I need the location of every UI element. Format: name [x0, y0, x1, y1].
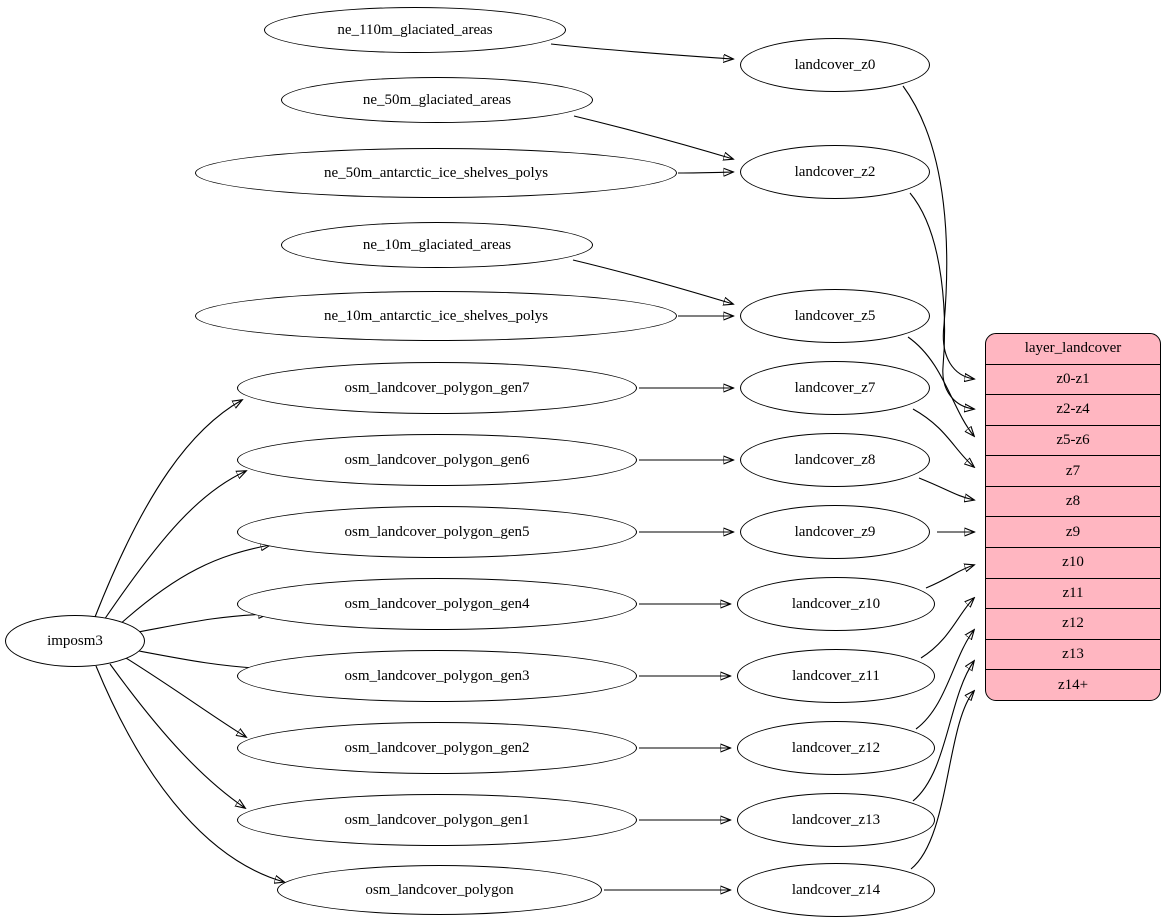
record-layer-landcover: layer_landcover z0-z1 z2-z4 z5-z6 z7 z8 … — [985, 333, 1161, 701]
record-row-z12: z12 — [986, 608, 1160, 639]
node-label: ne_50m_antarctic_ice_shelves_polys — [323, 164, 549, 181]
edge-z7-to-row-z7 — [912, 408, 974, 467]
node-label: landcover_z10 — [791, 595, 881, 612]
record-row-z5-z6: z5-z6 — [986, 424, 1160, 456]
node-label: osm_landcover_polygon_gen6 — [344, 451, 530, 468]
record-row-z8: z8 — [986, 485, 1160, 517]
edge-ne50m-glaciated-to-z2 — [573, 115, 733, 159]
node-label: ne_10m_antarctic_ice_shelves_polys — [323, 307, 549, 324]
edge-imposm3-to-gen4 — [137, 614, 268, 633]
record-row-z7: z7 — [986, 455, 1160, 486]
record-row-z14plus: z14+ — [986, 669, 1160, 700]
node-label: ne_50m_glaciated_areas — [362, 91, 512, 108]
node-osm-landcover-polygon-gen1: osm_landcover_polygon_gen1 — [237, 794, 637, 846]
node-label: landcover_z13 — [791, 811, 881, 828]
node-landcover-z7: landcover_z7 — [740, 361, 930, 415]
node-osm-landcover-polygon-gen7: osm_landcover_polygon_gen7 — [237, 362, 637, 414]
edge-z10-to-row-z10 — [925, 565, 974, 589]
node-landcover-z10: landcover_z10 — [737, 577, 935, 631]
edge-z12-to-row-z12 — [915, 630, 974, 730]
edge-z13-to-row-z13 — [912, 661, 974, 802]
record-row-z10: z10 — [986, 547, 1160, 578]
node-osm-landcover-polygon-gen4: osm_landcover_polygon_gen4 — [237, 578, 637, 630]
node-label: landcover_z11 — [792, 667, 880, 684]
edge-ne10m-glaciated-to-z5 — [572, 259, 733, 304]
node-osm-landcover-polygon: osm_landcover_polygon — [277, 865, 602, 915]
edge-ne110m-to-z0 — [550, 43, 733, 59]
node-ne-10m-glaciated-areas: ne_10m_glaciated_areas — [281, 222, 593, 268]
node-label: ne_110m_glaciated_areas — [337, 21, 493, 38]
node-landcover-z14: landcover_z14 — [737, 863, 935, 917]
node-osm-landcover-polygon-gen6: osm_landcover_polygon_gen6 — [237, 434, 637, 486]
node-label: ne_10m_glaciated_areas — [362, 236, 512, 253]
edge-imposm3-to-gen2 — [125, 657, 246, 737]
node-label: landcover_z14 — [791, 881, 881, 898]
record-row-z2-z4: z2-z4 — [986, 394, 1160, 425]
edge-z11-to-row-z11 — [920, 598, 974, 659]
edge-imposm3-to-gen1 — [109, 663, 245, 808]
node-label: osm_landcover_polygon_gen2 — [344, 739, 530, 756]
node-label: osm_landcover_polygon_gen4 — [344, 595, 530, 612]
node-ne-50m-glaciated-areas: ne_50m_glaciated_areas — [281, 77, 593, 123]
node-label: osm_landcover_polygon_gen7 — [344, 379, 530, 396]
node-label: landcover_z8 — [794, 451, 876, 468]
node-landcover-z2: landcover_z2 — [740, 145, 930, 199]
node-landcover-z11: landcover_z11 — [737, 649, 935, 703]
node-ne-10m-antarctic-ice-shelves-polys: ne_10m_antarctic_ice_shelves_polys — [195, 291, 677, 341]
node-landcover-z8: landcover_z8 — [740, 433, 930, 487]
edge-z0-to-row-z0-z1 — [902, 85, 974, 379]
edge-imposm3-to-polygon — [95, 665, 284, 882]
edge-z14-to-row-z14plus — [910, 691, 974, 870]
record-row-z11: z11 — [986, 577, 1160, 609]
node-landcover-z12: landcover_z12 — [737, 721, 935, 775]
record-row-z0-z1: z0-z1 — [986, 363, 1160, 395]
node-label: landcover_z5 — [794, 307, 876, 324]
record-title: layer_landcover — [1024, 340, 1122, 357]
edge-z2-to-row-z2-z4 — [909, 192, 974, 409]
node-landcover-z13: landcover_z13 — [737, 793, 935, 847]
node-ne-110m-glaciated-areas: ne_110m_glaciated_areas — [264, 7, 566, 53]
edge-z8-to-row-z8 — [918, 477, 974, 500]
node-label: osm_landcover_polygon — [365, 881, 514, 898]
node-label: landcover_z7 — [794, 379, 876, 396]
node-landcover-z9: landcover_z9 — [740, 505, 930, 559]
edge-ne50m-antarctic-to-z2 — [677, 172, 733, 173]
node-osm-landcover-polygon-gen3: osm_landcover_polygon_gen3 — [237, 650, 637, 702]
edge-imposm3-to-gen5 — [117, 545, 270, 627]
node-label: osm_landcover_polygon_gen3 — [344, 667, 530, 684]
record-row-z9: z9 — [986, 516, 1160, 547]
node-ne-50m-antarctic-ice-shelves-polys: ne_50m_antarctic_ice_shelves_polys — [195, 148, 677, 198]
edge-imposm3-to-gen6 — [103, 471, 246, 621]
node-imposm3: imposm3 — [5, 615, 145, 667]
record-row-z13: z13 — [986, 638, 1160, 670]
node-label: landcover_z2 — [794, 163, 876, 180]
node-label: landcover_z9 — [794, 523, 876, 540]
edge-z5-to-row-z5-z6 — [907, 336, 974, 436]
node-label: landcover_z12 — [791, 739, 881, 756]
node-osm-landcover-polygon-gen2: osm_landcover_polygon_gen2 — [237, 722, 637, 774]
node-label: imposm3 — [47, 632, 103, 649]
node-label: osm_landcover_polygon_gen5 — [344, 523, 530, 540]
edge-imposm3-to-gen7 — [94, 400, 242, 618]
node-landcover-z0: landcover_z0 — [740, 38, 930, 92]
node-label: osm_landcover_polygon_gen1 — [344, 811, 530, 828]
node-landcover-z5: landcover_z5 — [740, 289, 930, 343]
node-label: landcover_z0 — [794, 56, 876, 73]
node-osm-landcover-polygon-gen5: osm_landcover_polygon_gen5 — [237, 506, 637, 558]
